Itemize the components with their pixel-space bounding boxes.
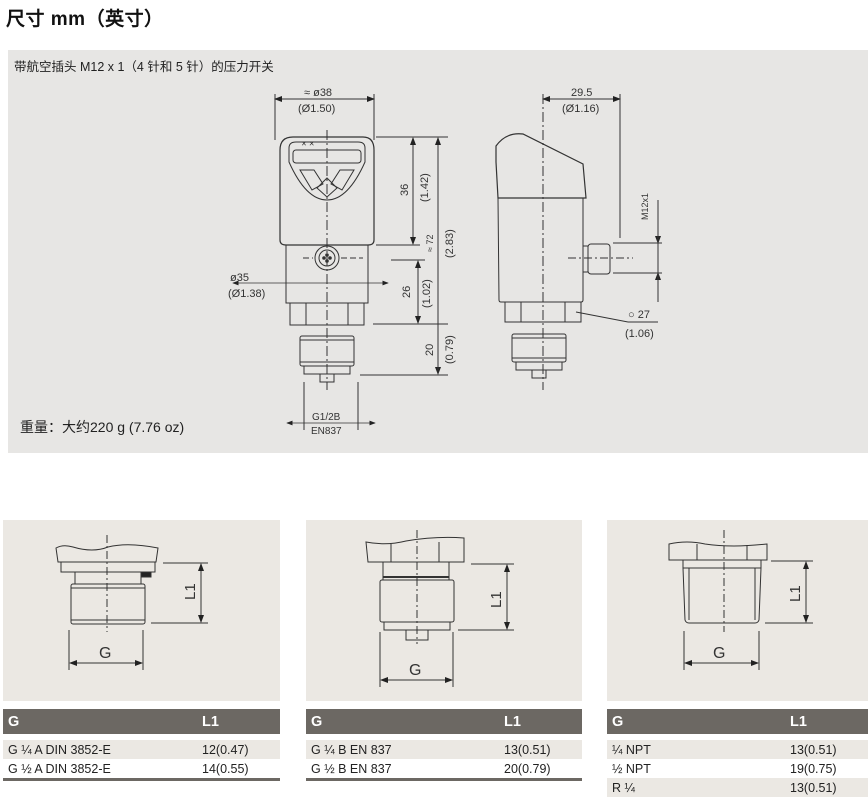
header-l1: L1 [504, 713, 521, 730]
cell-g: ½ NPT [612, 761, 651, 776]
body-dia-dim: ø35 [230, 272, 249, 284]
side-depth-dim: 29.5 [571, 87, 592, 99]
g-label: G [713, 645, 725, 662]
cell-l1: 14(0.55) [202, 761, 249, 776]
header-l1: L1 [202, 713, 219, 730]
cell-g: G ½ A DIN 3852-E [8, 761, 111, 776]
total-height-dim: ≈ 72 [425, 235, 435, 252]
cell-l1: 19(0.75) [790, 761, 837, 776]
dimension-drawing: ✕ ✕ [228, 87, 662, 437]
g-label: G [409, 662, 421, 679]
l1-label: L1 [488, 591, 505, 608]
cell-g: G ½ B EN 837 [311, 761, 392, 776]
thread-height-dim-in: (0.79) [444, 335, 456, 364]
table-row: G ¼ B EN 837 13(0.51) [306, 740, 582, 759]
table-row: ¼ NPT 13(0.51) [607, 740, 868, 759]
header-l1: L1 [790, 713, 807, 730]
thread-label-1: G1/2B [312, 412, 341, 423]
thread-height-dim: 20 [424, 344, 436, 356]
front-view: ✕ ✕ [232, 94, 448, 430]
body-dia-dim-in: (Ø1.38) [228, 288, 265, 300]
main-dimension-panel: 带航空插头 M12 x 1（4 针和 5 针）的压力开关 ✕ ✕ [8, 50, 868, 453]
connector-dim: M12x1 [640, 193, 650, 220]
cell-l1: 13(0.51) [790, 780, 837, 795]
hex-dim: ○ 27 [628, 309, 650, 321]
l1-label: L1 [182, 583, 199, 600]
table-row: G ½ A DIN 3852-E 14(0.55) [3, 759, 280, 781]
fitting-table-2: G L1 G ¼ B EN 837 13(0.51) G ½ B EN 837 … [306, 709, 582, 781]
table-row: G ½ B EN 837 20(0.79) [306, 759, 582, 781]
header-g: G [311, 713, 323, 730]
mid-height-dim-in: (1.02) [421, 279, 433, 308]
mid-height-dim: 26 [401, 286, 413, 298]
weight-text: 重量：大约220 g (7.76 oz) [20, 419, 185, 435]
cell-l1: 12(0.47) [202, 742, 249, 757]
thread-label-2: EN837 [311, 426, 342, 437]
g-label: G [99, 645, 111, 662]
header-g: G [8, 713, 20, 730]
top-height-dim-in: (1.42) [419, 173, 431, 202]
side-view [495, 94, 662, 390]
table-header: G L1 [607, 709, 868, 734]
header-g: G [612, 713, 624, 730]
fitting-figure-1: L1 G [3, 520, 280, 701]
cell-g: G ¼ A DIN 3852-E [8, 742, 111, 757]
cell-g: G ¼ B EN 837 [311, 742, 392, 757]
fitting-figure-2: L1 G [306, 520, 582, 701]
cell-g: R ¼ [612, 780, 635, 795]
table-row: G ¼ A DIN 3852-E 12(0.47) [3, 740, 280, 759]
table-header: G L1 [306, 709, 582, 734]
front-width-dim: ≈ ø38 [304, 87, 332, 99]
panel-caption: 带航空插头 M12 x 1（4 针和 5 针）的压力开关 [14, 60, 274, 74]
total-height-dim-in: (2.83) [444, 229, 456, 258]
side-depth-dim-in: (Ø1.16) [562, 103, 599, 115]
front-width-dim-in: (Ø1.50) [298, 103, 335, 115]
fitting-table-1: G L1 G ¼ A DIN 3852-E 12(0.47) G ½ A DIN… [3, 709, 280, 781]
table-header: G L1 [3, 709, 280, 734]
hex-dim-in: (1.06) [625, 328, 654, 340]
l1-label: L1 [787, 585, 804, 602]
top-height-dim: 36 [399, 184, 411, 196]
cell-l1: 13(0.51) [790, 742, 837, 757]
page-title: 尺寸 mm（英寸） [6, 9, 164, 30]
fitting-table-3: G L1 ¼ NPT 13(0.51) ½ NPT 19(0.75) R ¼ 1… [607, 709, 868, 797]
table-row: ½ NPT 19(0.75) [607, 759, 868, 778]
svg-text:✕ ✕: ✕ ✕ [301, 141, 315, 148]
fitting-figure-3: L1 G [607, 520, 868, 701]
cell-l1: 20(0.79) [504, 761, 551, 776]
cell-g: ¼ NPT [612, 742, 651, 757]
cell-l1: 13(0.51) [504, 742, 551, 757]
table-row: R ¼ 13(0.51) [607, 778, 868, 797]
